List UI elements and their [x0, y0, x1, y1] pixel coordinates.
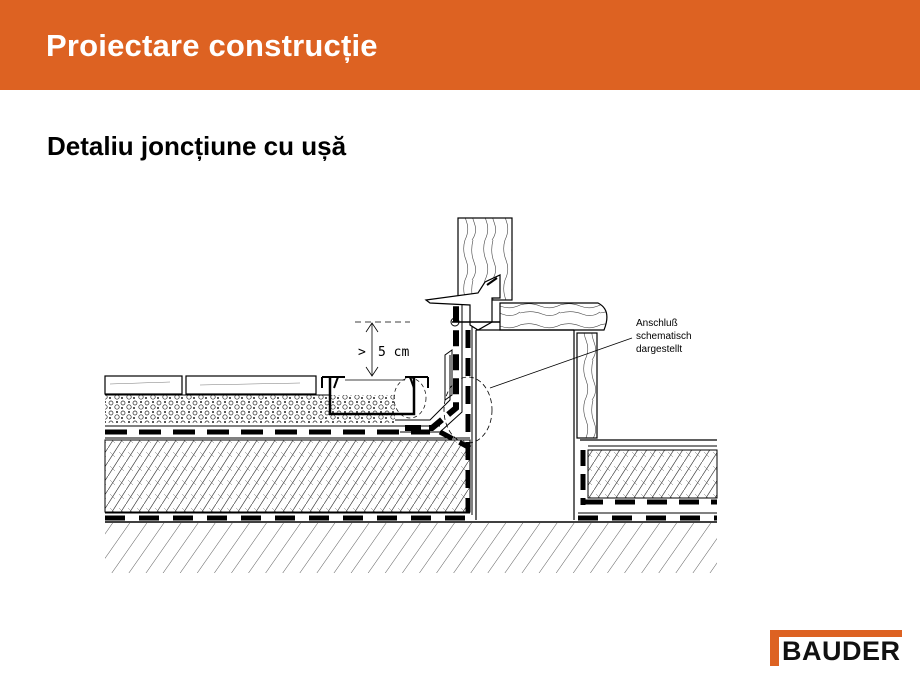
paving-slab [104, 375, 183, 395]
slide-subtitle: Detaliu joncțiune cu ușă [47, 131, 347, 161]
logo-accent-top [770, 630, 902, 637]
gravel-layer [105, 395, 395, 423]
annotation-line-3: dargestellt [636, 344, 682, 355]
bauder-logo: BAUDER [770, 630, 902, 666]
logo-accent-bar [770, 630, 779, 666]
page-title: Proiectare construcție [46, 28, 378, 63]
annotation-line-2: schematisch [636, 331, 692, 342]
threshold-sill [499, 302, 608, 331]
logo-text: BAUDER [782, 636, 901, 666]
substrate-hatch [105, 523, 717, 573]
drainage-channel [328, 377, 416, 416]
paving-slab [185, 375, 317, 395]
header-bar: Proiectare construcție [0, 0, 920, 90]
annotation-line-1: Anschluß [636, 318, 678, 329]
dimension-label: 5 cm [378, 345, 409, 360]
svg-text:>: > [358, 345, 366, 360]
insulation-layer [104, 439, 471, 513]
